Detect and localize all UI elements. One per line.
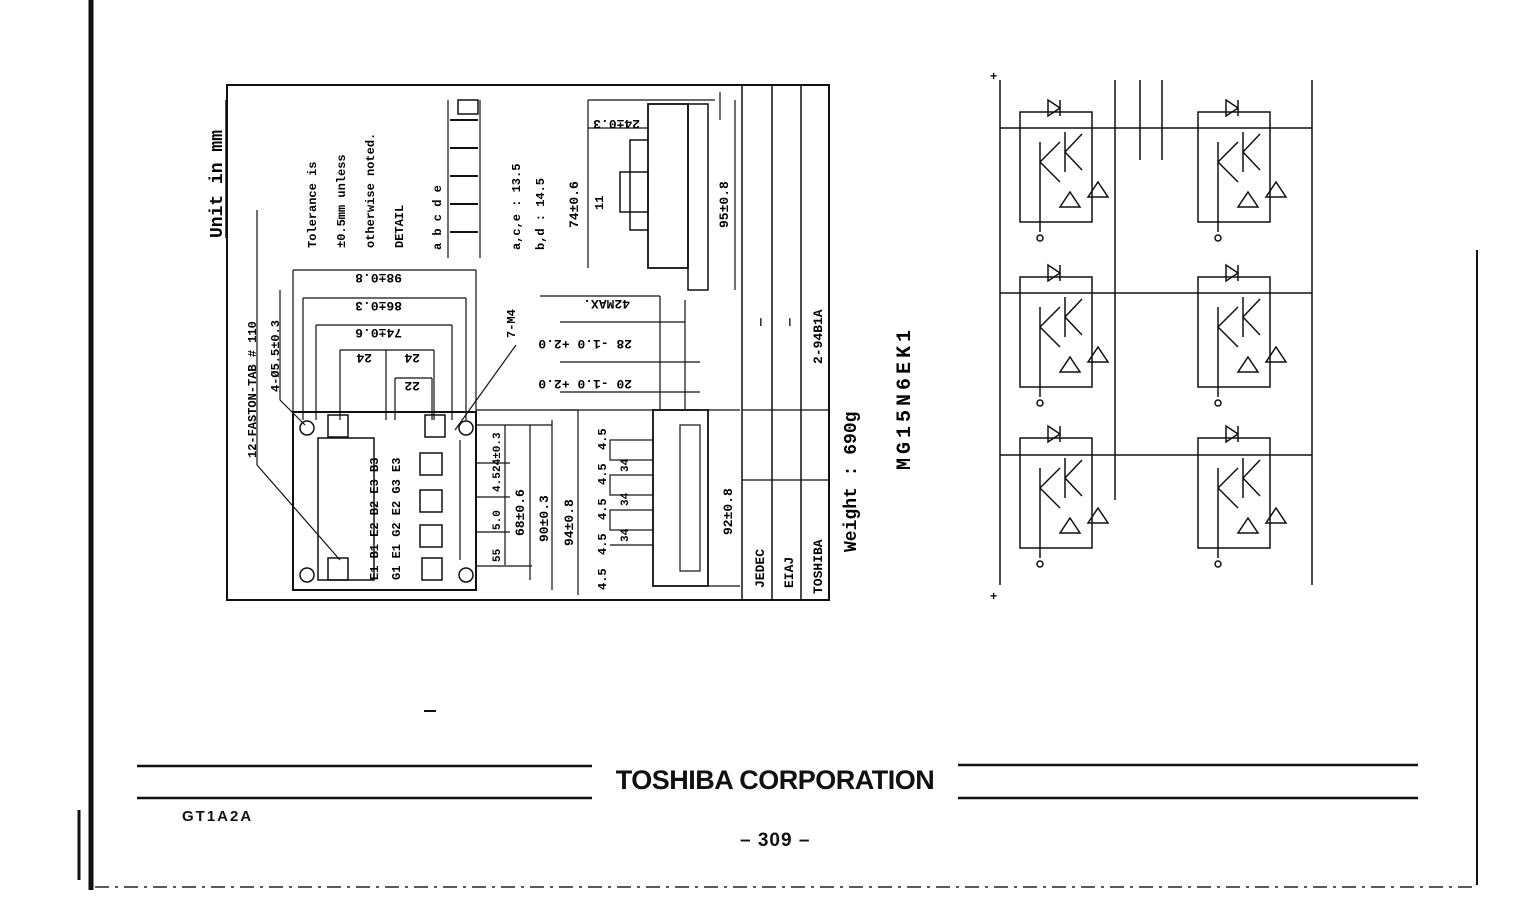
table-jedec-value: — bbox=[753, 318, 768, 327]
weight-label: Weight : 690g bbox=[842, 412, 862, 552]
pin-len-3: 34 bbox=[620, 528, 632, 542]
igbt-cell bbox=[1197, 98, 1288, 242]
dim-74: 74±0.6 bbox=[355, 325, 402, 340]
dim-24b: 24 bbox=[404, 350, 420, 365]
side-view-upper bbox=[587, 92, 736, 291]
pin-len-1: 34 bbox=[620, 458, 632, 472]
detail-letters: a b c d e bbox=[431, 185, 445, 250]
dim-h28: 28 -1.0 +2.0 bbox=[538, 336, 632, 351]
screws-label: 7-M4 bbox=[505, 309, 519, 338]
table-eiaj-value: — bbox=[782, 318, 797, 327]
equivalent-circuit bbox=[999, 80, 1313, 585]
table-eiaj-label: EIAJ bbox=[782, 557, 797, 588]
module-top-view bbox=[292, 411, 532, 591]
pin-labels-row-2: G1 E1 G2 E2 G3 E3 bbox=[390, 458, 404, 580]
dim-h20: 20 -1.0 +2.0 bbox=[538, 376, 632, 391]
dim-v94: 94±0.8 bbox=[562, 499, 577, 546]
pin-pitch-5: 4.5 bbox=[596, 568, 610, 590]
dim-v11: 11 bbox=[593, 196, 607, 210]
dim-22: 22 bbox=[404, 378, 420, 393]
tolerance-line-2: ±0.5mm unless bbox=[335, 154, 349, 248]
pin-pitch-3: 4.5 bbox=[596, 498, 610, 520]
table-jedec-label: JEDEC bbox=[753, 549, 768, 588]
footer-company: TOSHIBA CORPORATION bbox=[615, 765, 935, 795]
pin-pitch-1: 4.5 bbox=[596, 428, 610, 450]
dim-v95: 95±0.8 bbox=[717, 181, 732, 228]
footer-page-number: – 309 – bbox=[740, 830, 811, 851]
dim-v24: 24±0.3 bbox=[492, 432, 504, 472]
dim-v90: 90±0.3 bbox=[537, 495, 552, 542]
unit-label: Unit in mm bbox=[208, 130, 228, 238]
dim-98: 98±0.8 bbox=[355, 270, 402, 285]
detail-label: DETAIL bbox=[393, 205, 407, 248]
table-toshiba-label: TOSHIBA bbox=[811, 539, 826, 594]
side-view-lower bbox=[609, 409, 740, 587]
detail-value-2: b,d : 14.5 bbox=[534, 178, 548, 250]
detail-terminal-sketch bbox=[447, 99, 481, 258]
dim-h42: 42MAX. bbox=[583, 296, 630, 311]
igbt-cell bbox=[1197, 263, 1288, 407]
pin-labels-row-1: E1 B1 E2 B2 E3 B3 bbox=[368, 458, 382, 580]
pin-len-2: 34 bbox=[620, 492, 632, 506]
tolerance-line-1: Tolerance is bbox=[306, 162, 320, 248]
dim-v50: 5.0 bbox=[492, 510, 504, 530]
faston-tab-label: 12-FASTON-TAB # 110 bbox=[246, 321, 260, 458]
igbt-cell bbox=[1197, 424, 1288, 568]
outline-drawing: Unit in mm Tolerance is ±0.5mm unless ot… bbox=[208, 84, 862, 601]
dim-24a: 24 bbox=[356, 350, 372, 365]
detail-value-1: a,c,e : 13.5 bbox=[510, 164, 524, 250]
top-dimensions bbox=[292, 269, 477, 420]
igbt-cell bbox=[1019, 263, 1110, 407]
pin-pitch-4: 4.5 bbox=[596, 533, 610, 555]
part-number: MG15N6EK1 bbox=[894, 326, 917, 470]
dim-v55: 55 bbox=[492, 548, 504, 562]
height-dimensions bbox=[540, 295, 700, 411]
pin-pitch-2: 4.5 bbox=[596, 463, 610, 485]
dim-v92: 92±0.8 bbox=[721, 488, 736, 535]
drawing-frame bbox=[226, 84, 830, 601]
dim-v68: 68±0.6 bbox=[513, 489, 528, 536]
holes-label: 4-Ø5.5±0.3 bbox=[269, 320, 283, 392]
igbt-cell bbox=[1019, 424, 1110, 568]
table-toshiba-value: 2-94B1A bbox=[811, 309, 826, 364]
dim-86: 86±0.3 bbox=[355, 298, 402, 313]
dim-v24-side: 24±0.3 bbox=[593, 116, 640, 131]
footer-doc-code: GT1A2A bbox=[182, 808, 254, 825]
dim-v45: 4.5 bbox=[492, 472, 504, 492]
terminal-plus-bottom: + bbox=[990, 590, 997, 604]
igbt-cell bbox=[1019, 98, 1110, 242]
tolerance-line-3: otherwise noted. bbox=[364, 133, 378, 248]
dim-v74-side: 74±0.6 bbox=[567, 181, 582, 228]
terminal-plus-top: + bbox=[990, 70, 997, 84]
